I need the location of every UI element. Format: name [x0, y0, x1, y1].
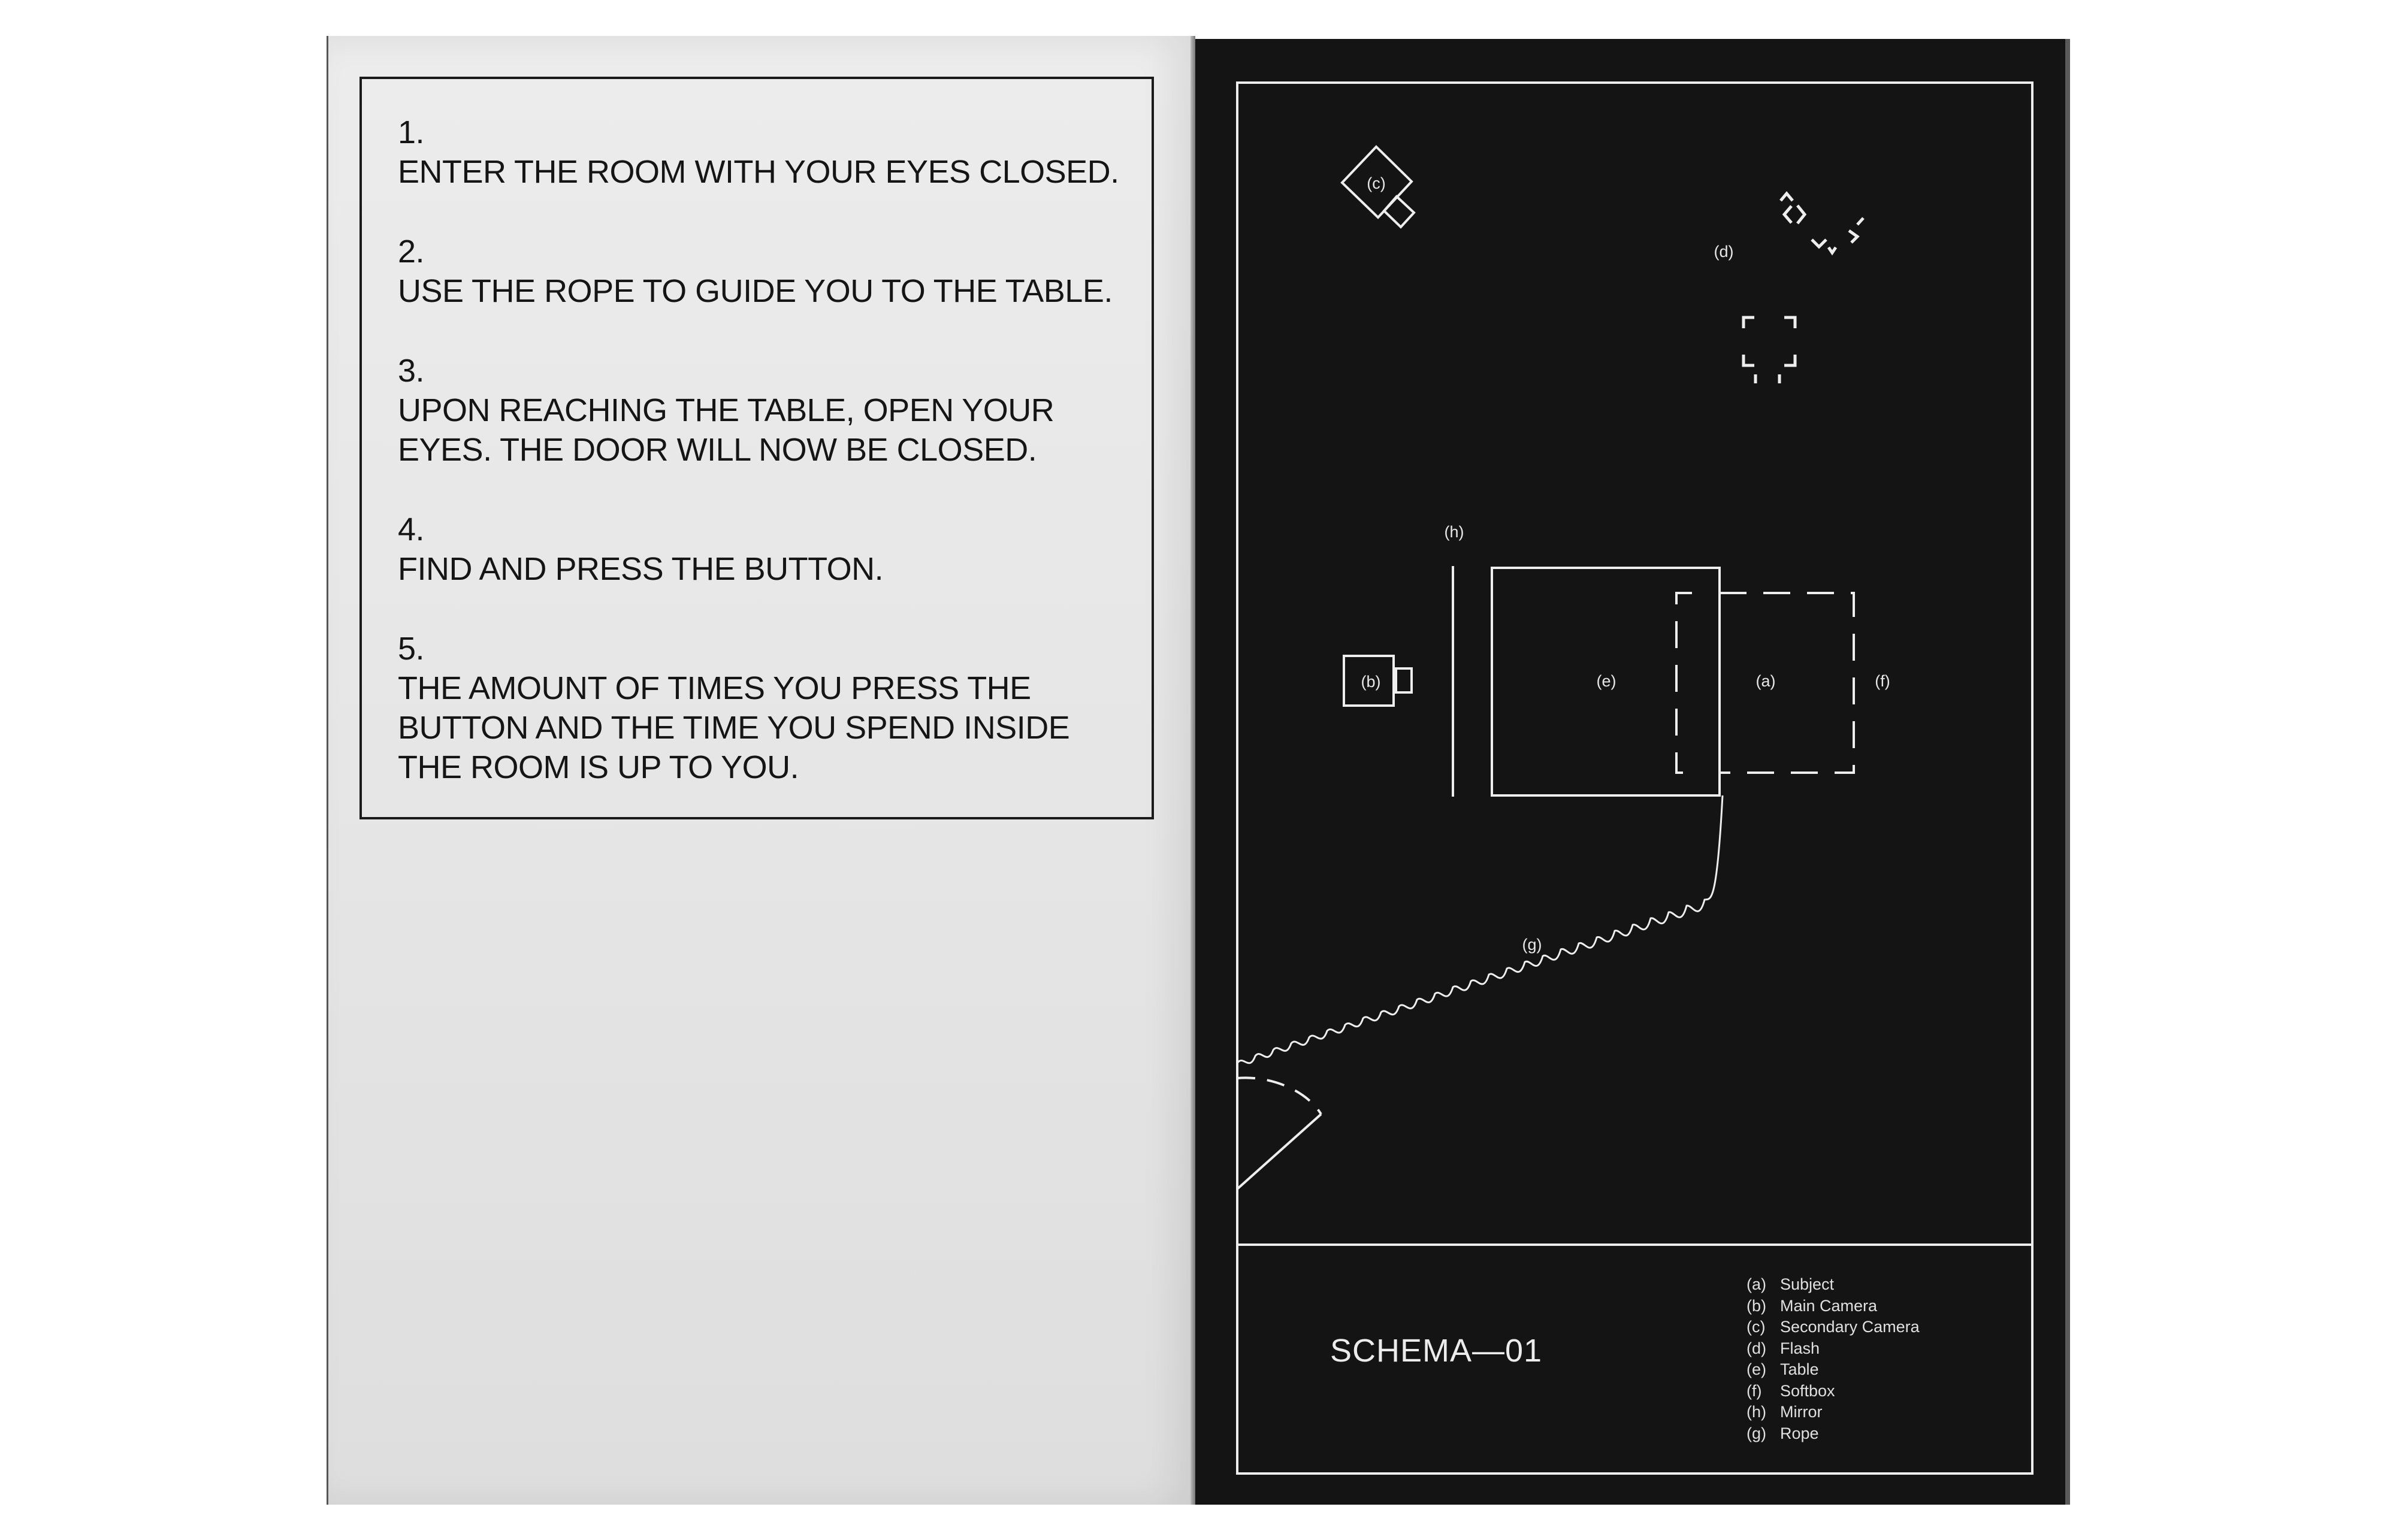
instruction-step-4: 4. FIND AND PRESS THE BUTTON. [398, 510, 1147, 589]
rope-line [1236, 795, 1724, 1064]
legend-key: (d) [1747, 1339, 1766, 1357]
step-number: 5. [398, 631, 425, 667]
legend-item: (h) Mirror [1747, 1402, 1920, 1423]
legend-item: (g) Rope [1747, 1423, 1920, 1445]
step-text: ENTER THE ROOM WITH YOUR EYES CLOSED. [398, 154, 1119, 190]
legend-item: (e) Table [1747, 1359, 1920, 1381]
label-h: (h) [1445, 523, 1464, 541]
instructions-box [359, 77, 1154, 819]
legend-key: (c) [1747, 1318, 1766, 1336]
legend-name: Softbox [1780, 1381, 1835, 1400]
legend-name: Secondary Camera [1780, 1318, 1920, 1336]
legend-key: (a) [1747, 1275, 1766, 1293]
label-f: (f) [1875, 672, 1890, 690]
instruction-step-2: 2. USE THE ROPE TO GUIDE YOU TO THE TABL… [398, 232, 1147, 311]
legend-key: (b) [1747, 1296, 1766, 1315]
label-d: (d) [1714, 243, 1734, 261]
book-spine [1191, 36, 1195, 1505]
diagram-frame [1236, 81, 2033, 1475]
flash-target-marker [1742, 316, 1797, 383]
legend-item: (a) Subject [1747, 1274, 1920, 1296]
label-b: (b) [1361, 673, 1381, 691]
legend-item: (c) Secondary Camera [1747, 1317, 1920, 1338]
page-edge [2065, 39, 2070, 1505]
left-page [327, 36, 1192, 1505]
legend-key: (e) [1747, 1360, 1766, 1378]
label-c: (c) [1367, 174, 1385, 192]
label-a: (a) [1756, 672, 1776, 690]
step-text: FIND AND PRESS THE BUTTON. [398, 551, 884, 587]
main-camera-icon [1343, 655, 1413, 707]
legend-item: (d) Flash [1747, 1338, 1920, 1360]
step-number: 3. [398, 353, 425, 389]
legend-name: Mirror [1780, 1403, 1823, 1421]
step-text: UPON REACHING THE TABLE, OPEN YOUR EYES.… [398, 392, 1054, 468]
label-e: (e) [1597, 672, 1616, 690]
instruction-step-5: 5. THE AMOUNT OF TIMES YOU PRESS THE BUT… [398, 629, 1117, 787]
instruction-step-1: 1. ENTER THE ROOM WITH YOUR EYES CLOSED. [398, 113, 1147, 192]
door-icon [1236, 1076, 1322, 1190]
secondary-camera-icon [1340, 145, 1416, 229]
step-number: 2. [398, 234, 425, 270]
flash-icon [1779, 191, 1865, 256]
step-text: USE THE ROPE TO GUIDE YOU TO THE TABLE. [398, 273, 1113, 309]
legend-key: (f) [1747, 1381, 1762, 1400]
step-text: THE AMOUNT OF TIMES YOU PRESS THE BUTTON… [398, 670, 1070, 785]
subject-region [1675, 592, 1855, 774]
instruction-step-3: 3. UPON REACHING THE TABLE, OPEN YOUR EY… [398, 351, 1105, 470]
legend-name: Subject [1780, 1275, 1835, 1293]
step-number: 1. [398, 114, 425, 150]
legend-key: (h) [1747, 1403, 1766, 1421]
legend-name: Table [1780, 1360, 1819, 1378]
legend-name: Flash [1780, 1339, 1820, 1357]
table-rect [1491, 567, 1721, 797]
legend-key: (g) [1747, 1424, 1766, 1442]
label-g: (g) [1522, 936, 1542, 954]
schema-title: SCHEMA—01 [1330, 1333, 1543, 1369]
diagram-page [1195, 39, 2070, 1505]
legend-name: Main Camera [1780, 1296, 1878, 1315]
step-number: 4. [398, 512, 425, 547]
legend: (a) Subject (b) Main Camera (c) Secondary C… [1747, 1274, 1920, 1444]
legend-item: (f) Softbox [1747, 1381, 1920, 1402]
legend-item: (b) Main Camera [1747, 1296, 1920, 1317]
legend-name: Rope [1780, 1424, 1819, 1442]
